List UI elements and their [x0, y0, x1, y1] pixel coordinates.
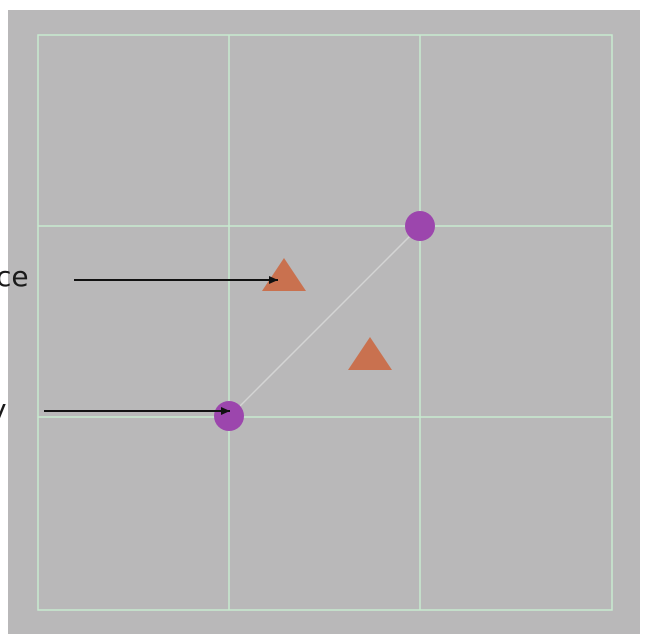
circle-node-upper	[405, 211, 435, 241]
grid-border	[37, 34, 613, 611]
grid-panel	[8, 10, 640, 634]
pointer-label-top: ce	[0, 260, 29, 293]
connector-line	[228, 225, 421, 418]
triangle-lower	[348, 337, 392, 370]
pointer-label-bottom: y	[0, 396, 7, 424]
